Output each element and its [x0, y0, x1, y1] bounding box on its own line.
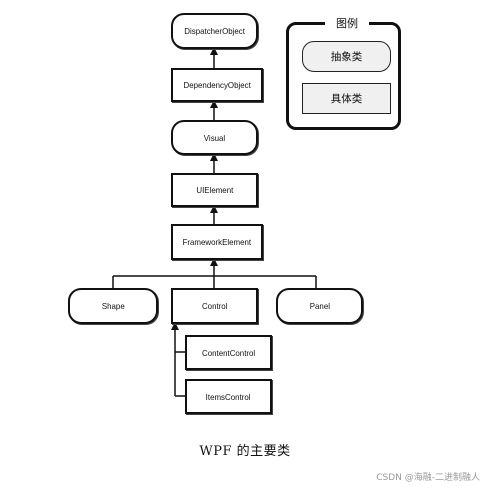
node-content-control-label: ContentControl: [201, 347, 256, 358]
node-ui-element: UIElement: [171, 173, 258, 207]
node-panel: Panel: [276, 288, 363, 324]
node-content-control: ContentControl: [185, 335, 272, 370]
watermark-text: CSDN @海融-二进制融人: [376, 473, 480, 483]
node-visual-label: Visual: [203, 132, 226, 143]
node-dispatcher-object: DispatcherObject: [171, 13, 258, 49]
legend-abstract-label: 抽象类: [330, 51, 363, 63]
node-dependency-object: DependencyObject: [171, 68, 263, 102]
legend-concrete-class: 具体类: [302, 83, 391, 114]
legend-abstract-class: 抽象类: [302, 41, 391, 72]
node-panel-label: Panel: [309, 301, 330, 311]
node-shape: Shape: [68, 288, 158, 324]
node-visual: Visual: [171, 120, 258, 155]
node-framework-element: FrameworkElement: [171, 224, 263, 260]
legend-title: 图例: [325, 13, 369, 33]
legend-concrete-label: 具体类: [330, 93, 363, 105]
node-shape-label: Shape: [101, 301, 125, 311]
node-ui-element-label: UIElement: [196, 185, 233, 195]
node-dispatcher-object-label: DispatcherObject: [184, 26, 245, 36]
node-framework-element-label: FrameworkElement: [182, 237, 252, 247]
node-items-control: ItemsControl: [185, 379, 272, 414]
node-control: Control: [171, 288, 258, 324]
figure-caption: WPF 的主要类: [199, 444, 291, 459]
node-control-label: Control: [201, 301, 228, 311]
node-items-control-label: ItemsControl: [206, 391, 251, 402]
node-dependency-object-label: DependencyObject: [183, 80, 251, 90]
